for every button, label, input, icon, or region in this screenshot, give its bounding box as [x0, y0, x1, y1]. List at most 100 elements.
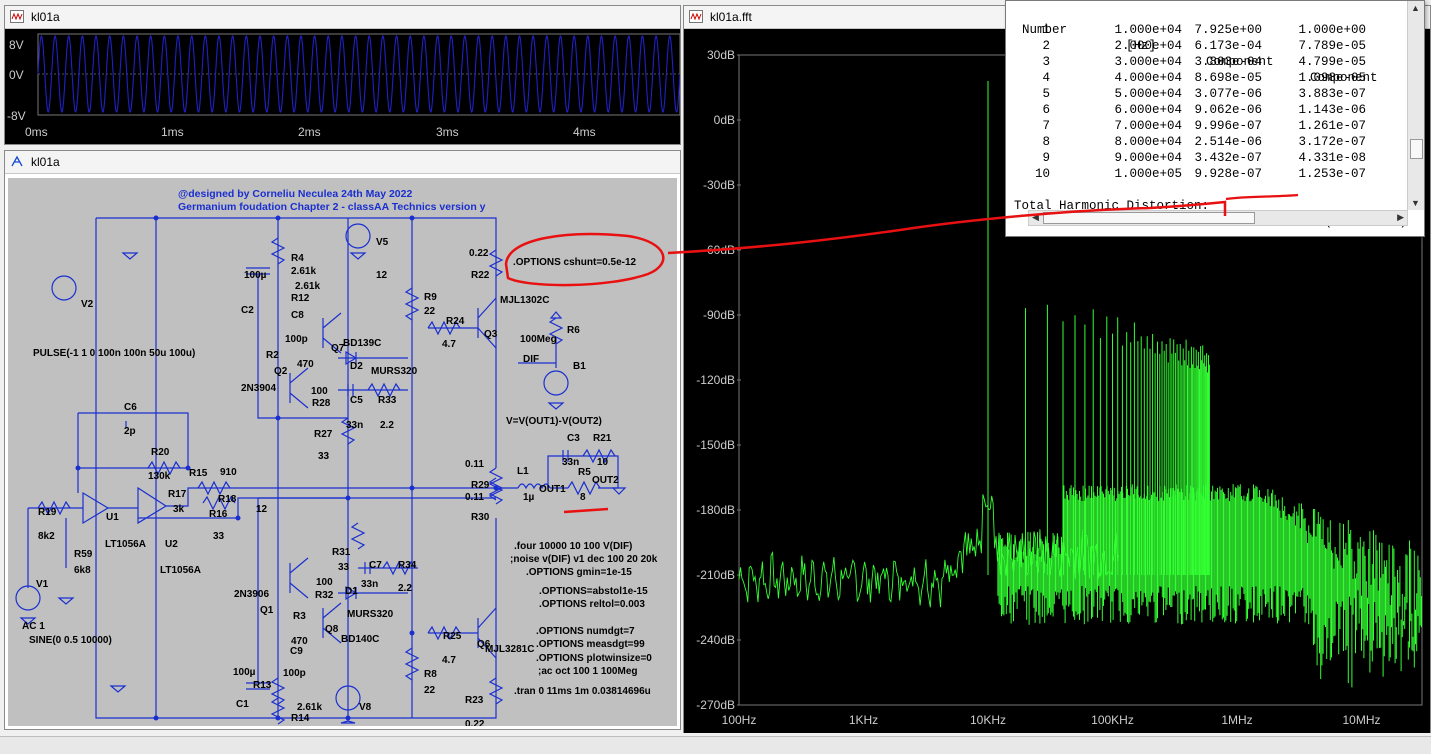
spice-directive[interactable]: .OPTIONS plotwinsize=0 [536, 653, 652, 664]
component-label[interactable]: R6 [567, 325, 580, 336]
component-label[interactable]: R2 [266, 350, 279, 361]
component-label[interactable]: 2.61k [297, 702, 323, 713]
component-label[interactable]: R23 [465, 695, 484, 706]
component-label[interactable]: 33 [213, 531, 225, 542]
component-label[interactable]: R3 [293, 611, 306, 622]
component-label[interactable]: R25 [443, 631, 462, 642]
spice-directive[interactable]: .OPTIONS cshunt=0.5e-12 [513, 257, 637, 268]
component-label[interactable]: 12 [256, 504, 268, 515]
component-label[interactable]: AC 1 [22, 621, 45, 632]
component-label[interactable]: R29 [471, 480, 490, 491]
component-label[interactable]: C6 [124, 402, 137, 413]
component-label[interactable]: 33n [361, 579, 379, 590]
component-label[interactable]: LT1056A [105, 539, 146, 550]
component-label[interactable]: 0.22 [469, 248, 489, 259]
component-label[interactable]: V8 [359, 702, 372, 713]
scroll-thumb[interactable] [1043, 212, 1255, 224]
component-label[interactable]: R27 [314, 429, 333, 440]
component-label[interactable]: 22 [424, 306, 436, 317]
component-label[interactable]: R9 [424, 292, 437, 303]
component-label[interactable]: R18 [218, 494, 237, 505]
component-label[interactable]: 470 [297, 359, 314, 370]
component-label[interactable]: 4.7 [442, 655, 456, 666]
component-label[interactable]: R15 [189, 468, 208, 479]
component-label[interactable]: R4 [291, 253, 304, 264]
component-label[interactable]: R21 [593, 433, 612, 444]
component-label[interactable]: 100Meg [520, 334, 557, 345]
component-label[interactable]: 100µ [244, 270, 267, 281]
component-label[interactable]: 2.61k [291, 266, 317, 277]
component-label[interactable]: R33 [378, 395, 397, 406]
component-label[interactable]: DIF [523, 354, 540, 365]
spice-directive[interactable]: .tran 0 11ms 1m 0.03814696u [514, 686, 651, 697]
scroll-down-arrow-icon[interactable]: ▼ [1411, 198, 1420, 208]
component-label[interactable]: MJL3281C [485, 644, 535, 655]
component-label[interactable]: 8 [580, 492, 586, 503]
component-label[interactable]: 1µ [523, 492, 535, 503]
spice-directive[interactable]: .OPTIONS measdgt=99 [536, 639, 645, 650]
component-label[interactable]: Q2 [274, 366, 288, 377]
component-label[interactable]: R14 [291, 713, 310, 724]
component-label[interactable]: 22 [424, 685, 436, 696]
component-label[interactable]: R30 [471, 512, 490, 523]
fourier-horizontal-scrollbar[interactable]: ◀ ▶ [1028, 210, 1408, 226]
component-label[interactable]: 0.11 [465, 459, 484, 470]
component-label[interactable]: V5 [376, 237, 389, 248]
component-label[interactable]: R22 [471, 270, 490, 281]
component-label[interactable]: 4.7 [442, 339, 456, 350]
component-label[interactable]: 100p [283, 668, 306, 679]
transient-plot-area[interactable]: 8V 0V -8V 0ms 1ms 2ms 3ms 4ms [5, 29, 681, 144]
component-label[interactable]: MJL1302C [500, 295, 550, 306]
component-label[interactable]: R17 [168, 489, 187, 500]
spice-directive[interactable]: ;noise v(DIF) v1 dec 100 20 20k [510, 554, 658, 565]
spice-directive[interactable]: .four 10000 10 100 V(DIF) [514, 541, 633, 552]
component-label[interactable]: U2 [165, 539, 178, 550]
scroll-left-arrow-icon[interactable]: ◀ [1032, 212, 1039, 222]
schematic-canvas[interactable]: @designed by Corneliu Neculea 24th May 2… [8, 178, 677, 726]
component-label[interactable]: R12 [291, 293, 310, 304]
component-label[interactable]: 100 [316, 577, 333, 588]
component-label[interactable]: D1 [345, 586, 358, 597]
component-label[interactable]: 0.22 [465, 719, 485, 726]
component-label[interactable]: 3k [173, 504, 185, 515]
component-label[interactable]: V=V(OUT1)-V(OUT2) [506, 416, 602, 427]
component-label[interactable]: 2.2 [380, 420, 394, 431]
spice-directive[interactable]: .OPTIONS=abstol1e-15 [539, 586, 648, 597]
component-label[interactable]: BD139C [343, 338, 382, 349]
component-label[interactable]: 2p [124, 426, 136, 437]
component-label[interactable]: C3 [567, 433, 580, 444]
component-label[interactable]: U1 [106, 512, 119, 523]
spice-directive[interactable]: .OPTIONS reltol=0.003 [539, 599, 645, 610]
component-label[interactable]: R24 [446, 316, 465, 327]
component-label[interactable]: 100 [311, 386, 328, 397]
component-label[interactable]: R5 [578, 467, 591, 478]
component-label[interactable]: Q8 [325, 624, 339, 635]
component-label[interactable]: LT1056A [160, 565, 201, 576]
scroll-right-arrow-icon[interactable]: ▶ [1397, 212, 1404, 222]
component-label[interactable]: 10 [597, 457, 609, 468]
component-label[interactable]: R31 [332, 547, 351, 558]
component-label[interactable]: OUT1 [539, 484, 566, 495]
component-label[interactable]: V2 [81, 299, 94, 310]
component-label[interactable]: C9 [290, 646, 303, 657]
component-label[interactable]: R13 [253, 680, 272, 691]
schematic-window-titlebar[interactable]: kl01a [5, 151, 680, 174]
component-label[interactable]: 6k8 [74, 565, 91, 576]
component-label[interactable]: 33 [318, 451, 330, 462]
component-label[interactable]: 2N3906 [234, 589, 270, 600]
component-label[interactable]: 100p [285, 334, 308, 345]
transient-plot-window[interactable]: kl01a 8V 0V -8V 0ms 1ms 2ms 3ms 4ms [4, 5, 681, 145]
component-label[interactable]: R34 [398, 560, 417, 571]
component-label[interactable]: C7 [369, 560, 382, 571]
component-label[interactable]: PULSE(-1 1 0 100n 100n 50u 100u) [33, 348, 196, 359]
spice-directive[interactable]: ;ac oct 100 1 100Meg [538, 666, 638, 677]
schematic-window[interactable]: kl01a [4, 150, 681, 730]
component-label[interactable]: OUT2 [592, 475, 619, 486]
component-label[interactable]: 2.2 [398, 583, 412, 594]
component-label[interactable]: B1 [573, 361, 586, 372]
component-label[interactable]: 33n [346, 420, 364, 431]
component-label[interactable]: 2N3904 [241, 383, 277, 394]
component-label[interactable]: V1 [36, 579, 49, 590]
component-label[interactable]: 33n [562, 457, 580, 468]
component-label[interactable]: MURS320 [347, 609, 394, 620]
